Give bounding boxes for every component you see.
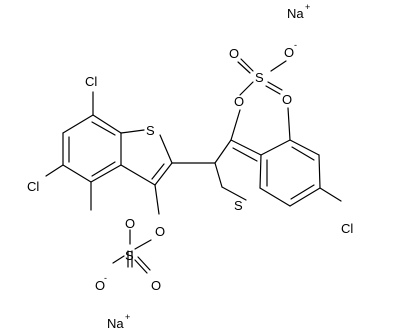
right-thiophene-sulfur-label: S [234, 198, 243, 213]
right-sulfate-oxygen-left-label: O [229, 46, 239, 61]
sodium-ion-bottom: Na [107, 316, 124, 331]
left-sulfate-oxygen-right-label: O [151, 278, 161, 293]
chlorine-7-label: Cl [85, 74, 97, 89]
right-sulfate-oxygen-minus-label: O [284, 45, 294, 60]
right-sulfate-link-oxygen-label: O [234, 94, 244, 109]
chlorine-5-label: Cl [27, 179, 39, 194]
sodium-ion-top: Na [287, 6, 304, 21]
left-sulfate-minus-charge: - [104, 273, 107, 283]
left-sulfate-link-oxygen-label: O [155, 224, 165, 239]
left-sulfate-oxygen-minus-label: O [95, 278, 105, 293]
bond-lines [45, 58, 342, 274]
chlorine-6-label: Cl [341, 221, 353, 236]
sodium-top-charge: + [305, 2, 310, 12]
sodium-bottom-charge: + [125, 312, 130, 322]
left-thiophene-sulfur-label: S [146, 123, 155, 138]
left-sulfate-oxygen-up-label: O [125, 216, 135, 231]
right-sulfate-sulfur-label: S [255, 70, 264, 85]
right-sulfate-oxygen-down-label: O [282, 92, 292, 107]
left-sulfate-sulfur-label: S [125, 248, 134, 263]
right-sulfate-minus-charge: - [294, 40, 297, 50]
